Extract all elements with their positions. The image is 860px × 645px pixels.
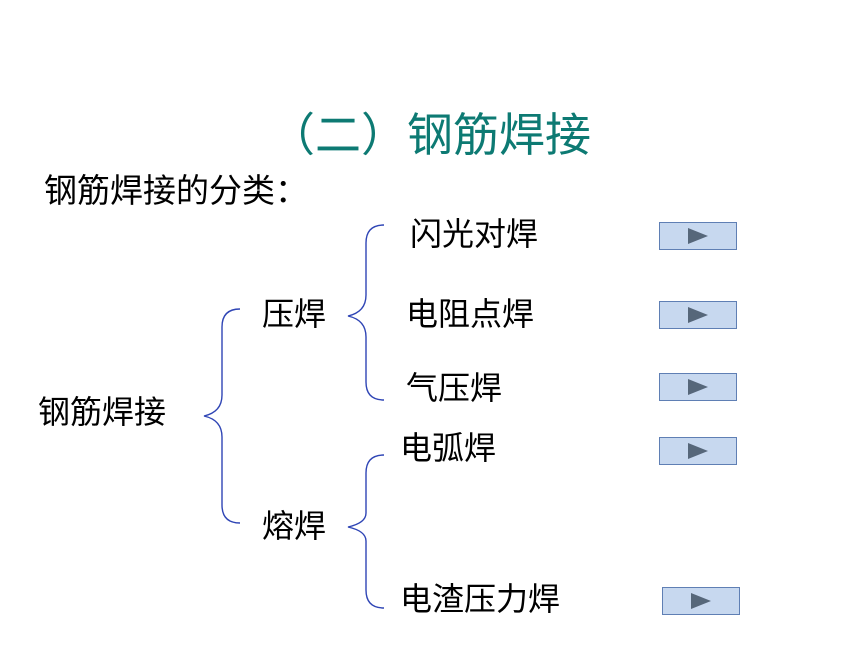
item-gas-pressure-welding: 气压焊 [406,369,503,407]
item-arc-welding: 电弧焊 [400,429,497,467]
play-icon [688,379,708,395]
group-label-pressure-welding: 压焊 [262,295,327,333]
item-resistance-spot-welding: 电阻点焊 [406,295,535,333]
play-button-gas-pressure-welding[interactable] [659,373,737,401]
root-bracket [203,308,241,524]
play-icon [688,443,708,459]
page-title: （二）钢筋焊接 [269,108,591,162]
tree-root-label: 钢筋焊接 [38,393,167,431]
play-button-electroslag-pressure-welding[interactable] [662,587,740,615]
press-bracket [347,224,385,401]
item-electroslag-pressure-welding: 电渣压力焊 [400,580,561,618]
play-button-arc-welding[interactable] [659,437,737,465]
play-icon [688,307,708,323]
section-subtitle: 钢筋焊接的分类： [44,171,308,210]
play-icon [691,593,711,609]
item-flash-butt-welding: 闪光对焊 [410,215,539,253]
play-button-flash-butt-welding[interactable] [659,222,737,250]
play-button-resistance-spot-welding[interactable] [659,301,737,329]
play-icon [688,228,708,244]
fusion-bracket [347,454,385,609]
group-label-fusion-welding: 熔焊 [262,507,327,545]
